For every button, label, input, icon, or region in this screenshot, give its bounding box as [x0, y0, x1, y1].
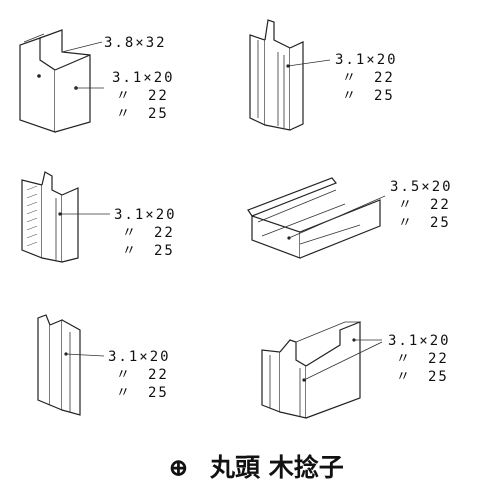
- spec-1-4: 〃 25: [116, 106, 169, 122]
- hatch-pattern-3: [26, 185, 38, 247]
- profile-line-4b: [261, 203, 346, 237]
- profile-shape-3c: [61, 187, 79, 263]
- profile-figure-6: 3.1×20 〃 22 〃 25: [261, 321, 451, 419]
- leader-4b: [299, 224, 361, 245]
- caption-symbol: ⊕: [168, 453, 189, 482]
- profile-shape-6c: [305, 321, 361, 419]
- spec-2-2: 〃 22: [342, 70, 395, 86]
- spec-5-3: 〃 25: [116, 385, 169, 401]
- spec-5-1: 3.1×20: [108, 349, 171, 365]
- leader-4a: [288, 195, 386, 239]
- profile-shape-2c: [289, 41, 304, 131]
- profile-figure-3: 3.1×20 〃 22 〃 25: [21, 171, 177, 263]
- spec-1-1: 3.8×32: [104, 35, 167, 51]
- profile-figure-5: 3.1×20 〃 22 〃 25: [37, 314, 171, 416]
- profile-line-4a: [257, 189, 337, 223]
- spec-1-3: 〃 22: [116, 88, 169, 104]
- profile-shape-6a: [261, 349, 281, 413]
- profile-shape-6b: [279, 339, 307, 419]
- spec-3-1: 3.1×20: [114, 207, 177, 223]
- profile-shape-3a: [21, 179, 43, 259]
- spec-4-1: 3.5×20: [390, 179, 453, 195]
- profile-figure-1: 3.8×32 3.1×20 〃 22 〃 25: [19, 29, 175, 133]
- spec-6-2: 〃 22: [396, 351, 449, 367]
- leader-6b: [303, 341, 383, 381]
- profile-line-6a: [295, 321, 360, 343]
- profile-shape-2a: [249, 34, 266, 126]
- profile-top-1: [39, 29, 91, 56]
- profile-figure-2: 3.1×20 〃 22 〃 25: [249, 19, 398, 131]
- spec-2-3: 〃 25: [342, 88, 395, 104]
- profile-shape-4c: [299, 199, 381, 259]
- spec-6-3: 〃 25: [396, 369, 449, 385]
- leader-5: [65, 353, 105, 357]
- profile-shape-5b: [49, 319, 63, 411]
- spec-4-2: 〃 22: [398, 197, 451, 213]
- spec-6-1: 3.1×20: [388, 333, 451, 349]
- profile-figure-4: 3.5×20 〃 22 〃 25: [247, 177, 453, 259]
- spec-4-3: 〃 25: [398, 215, 451, 231]
- spec-3-3: 〃 25: [122, 243, 175, 259]
- spec-5-2: 〃 22: [116, 367, 169, 383]
- profile-shape-1: [19, 37, 56, 133]
- profile-side-1: [54, 54, 91, 133]
- profile-edge-1: [23, 33, 45, 43]
- profile-shape-4a: [247, 177, 337, 217]
- caption-title: 丸頭 木捻子: [209, 453, 344, 482]
- caption: ⊕ 丸頭 木捻子: [168, 453, 344, 482]
- profile-shape-5a: [37, 314, 51, 406]
- profile-shape-3b: [41, 171, 63, 263]
- spec-3-2: 〃 22: [122, 225, 175, 241]
- leader-2: [287, 59, 331, 67]
- screw-hole-1a: [37, 74, 41, 78]
- profile-shape-5c: [61, 319, 81, 416]
- spec-1-2: 3.1×20: [112, 70, 175, 86]
- spec-2-1: 3.1×20: [335, 52, 398, 68]
- profile-shape-2b: [264, 19, 291, 131]
- leader-1a: [61, 41, 103, 53]
- profile-shape-4b: [251, 215, 301, 259]
